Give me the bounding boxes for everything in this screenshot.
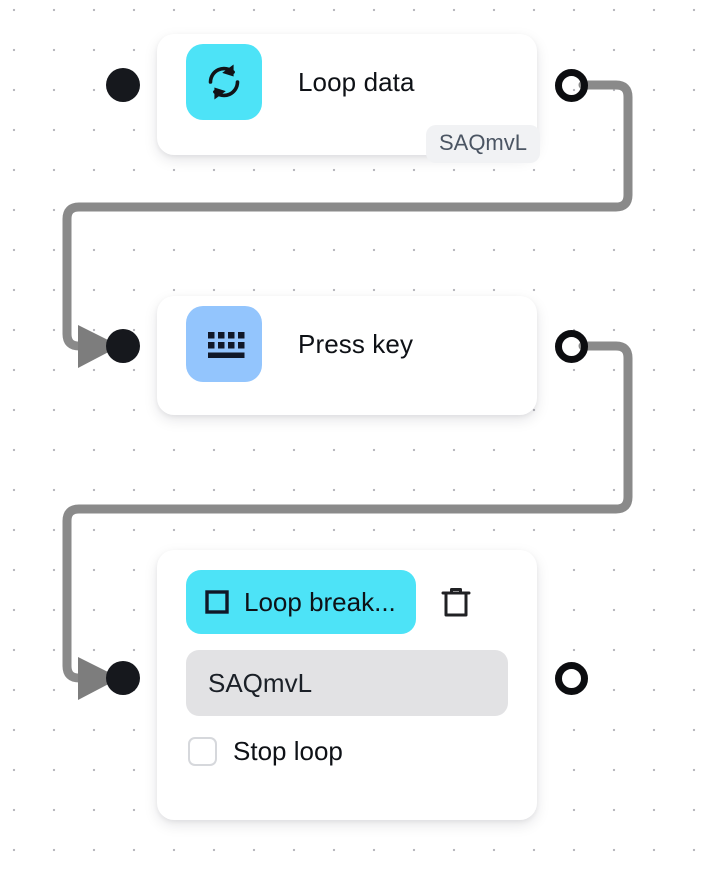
loop-refresh-icon	[186, 44, 262, 120]
node-loop-break[interactable]: Loop break... SAQmvL Stop loop	[157, 550, 537, 820]
loop-break-value-field[interactable]: SAQmvL	[186, 650, 508, 716]
keyboard-icon	[186, 306, 262, 382]
node-id-badge: SAQmvL	[425, 125, 540, 163]
loop-break-value: SAQmvL	[208, 667, 313, 698]
stop-loop-label: Stop loop	[233, 736, 343, 766]
node-press-key-output-port[interactable]	[555, 330, 588, 363]
node-loop-break-output-port[interactable]	[555, 662, 588, 695]
trash-icon[interactable]	[434, 580, 478, 624]
node-loop-break-input-port[interactable]	[106, 661, 140, 695]
node-press-key-input-port[interactable]	[106, 329, 140, 363]
loop-break-chip[interactable]: Loop break...	[186, 570, 416, 634]
node-title: Loop data	[298, 66, 415, 97]
node-title: Press key	[298, 328, 414, 359]
node-loop-data-output-port[interactable]	[555, 69, 588, 102]
node-loop-break-header: Loop break...	[157, 550, 537, 634]
node-press-key[interactable]: Press key	[157, 296, 537, 415]
node-loop-data[interactable]: Loop data SAQmvL	[157, 34, 540, 163]
square-icon	[204, 589, 230, 615]
loop-break-label: Loop break...	[244, 586, 396, 617]
stop-loop-checkbox[interactable]	[188, 737, 217, 766]
node-loop-data-input-port[interactable]	[106, 68, 140, 102]
